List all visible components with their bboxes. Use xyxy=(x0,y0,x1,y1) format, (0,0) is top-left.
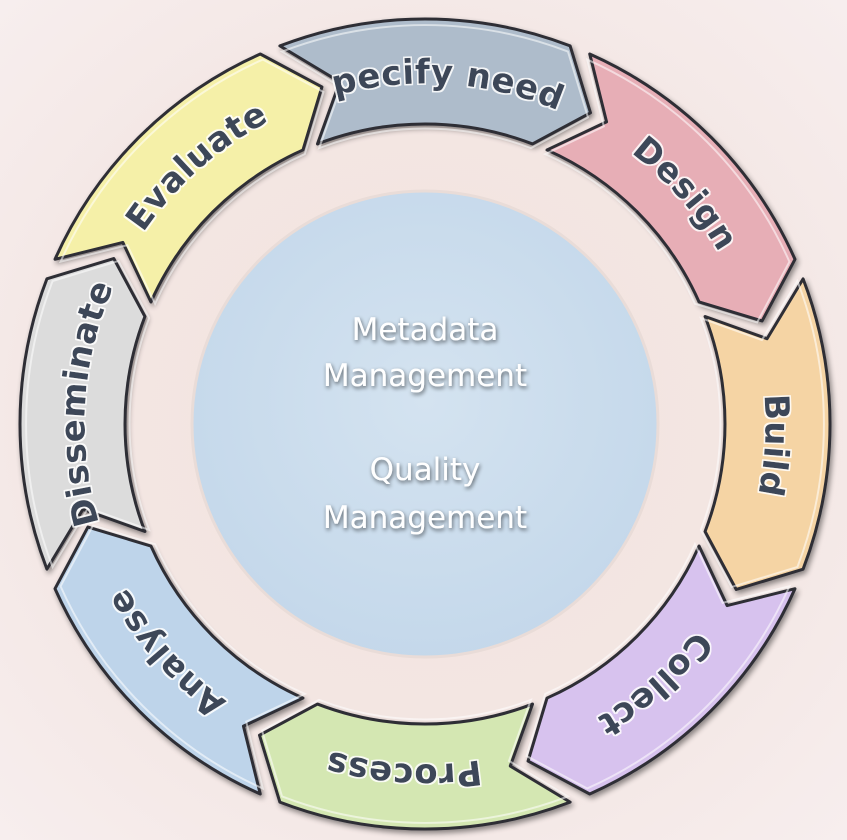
segment-design xyxy=(545,52,797,323)
segment-analyse xyxy=(53,525,305,796)
segment-build xyxy=(703,277,832,591)
segment-collect xyxy=(526,544,797,796)
segment-highlight-collect xyxy=(525,541,792,790)
center-circle xyxy=(190,189,660,659)
segment-highlight-specify-needs xyxy=(279,24,590,150)
stage-segments xyxy=(18,17,832,831)
segment-evaluate xyxy=(53,52,324,304)
segment-highlight-analyse xyxy=(59,524,308,791)
segment-specify-needs xyxy=(278,17,592,146)
segment-highlight-design xyxy=(542,57,791,324)
segment-highlight-disseminate xyxy=(25,259,151,570)
segment-process xyxy=(258,702,572,831)
segment-highlight-process xyxy=(260,698,571,824)
center-line-3: Quality xyxy=(370,452,481,488)
center-line-2: Management xyxy=(323,358,527,394)
center-line-4: Management xyxy=(323,500,527,536)
segment-highlight-build xyxy=(699,278,825,589)
segment-highlight-evaluate xyxy=(58,58,325,307)
segment-disseminate xyxy=(18,257,147,571)
center-line-1: Metadata xyxy=(352,312,499,348)
